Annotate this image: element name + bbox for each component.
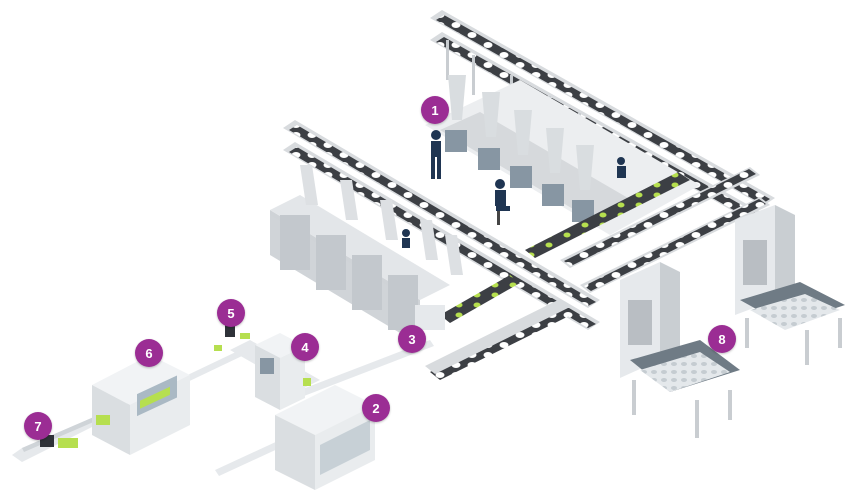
sorting-machine-left [620, 262, 740, 438]
worker-figure [495, 179, 510, 225]
inspection-station [214, 325, 250, 351]
sorting-machine-right [735, 205, 845, 365]
lower-conveyor [415, 275, 575, 380]
step-marker-3: 3 [398, 325, 426, 353]
step-marker-5: 5 [217, 299, 245, 327]
step-marker-6: 6 [135, 339, 163, 367]
step-marker-7: 7 [24, 412, 52, 440]
green-product-conveyor [525, 172, 690, 258]
step-marker-4: 4 [291, 333, 319, 361]
return-conveyor [560, 167, 770, 293]
step-marker-2: 2 [362, 394, 390, 422]
worker-figure [431, 130, 441, 179]
worker-figure [617, 157, 626, 178]
filler-machine [275, 385, 375, 490]
worker-figure [402, 229, 410, 248]
step-marker-1: 1 [421, 96, 449, 124]
silo-block [270, 165, 463, 345]
step-marker-8: 8 [708, 325, 736, 353]
case-packer [92, 355, 190, 455]
